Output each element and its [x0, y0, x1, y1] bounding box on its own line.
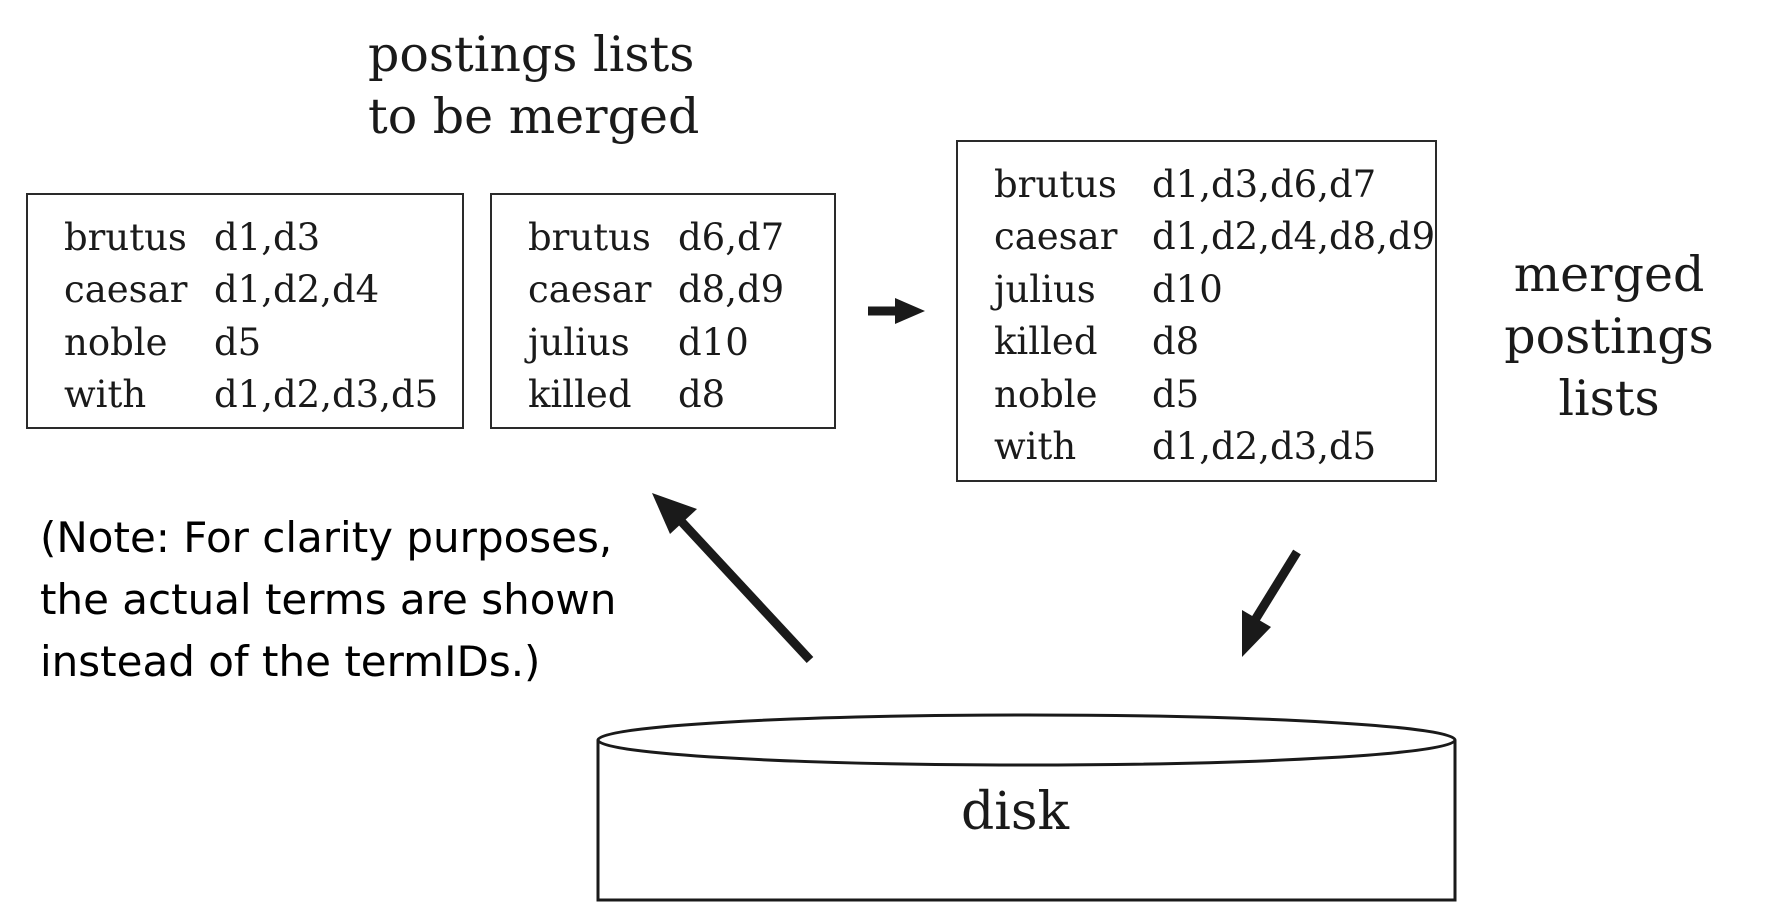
doc-ids: d1,d3,d6,d7 [1152, 162, 1377, 206]
list-item: brutus d1,d3 [64, 211, 438, 264]
list-item: with d1,d2,d3,d5 [64, 369, 438, 422]
doc-ids: d8 [1152, 320, 1200, 364]
list-item: julius d10 [994, 263, 1435, 316]
doc-ids: d1,d2,d4,d8,d9 [1152, 215, 1436, 259]
doc-ids: d1,d3 [214, 215, 321, 259]
note-line-3: instead of the termIDs.) [40, 637, 541, 686]
list-item: noble d5 [64, 316, 438, 369]
list-item: noble d5 [994, 368, 1435, 421]
term: noble [64, 320, 168, 364]
list-item: caesar d8,d9 [528, 264, 784, 317]
term: killed [528, 373, 632, 417]
doc-ids: d10 [678, 320, 749, 364]
input-lists-title: postings lists to be merged [368, 24, 699, 148]
term: brutus [528, 215, 651, 259]
disk-label: disk [960, 782, 1070, 842]
doc-ids: d1,d2,d3,d5 [214, 373, 439, 417]
postings-list-second: brutus d6,d7 caesar d8,d9 julius d10 killed… [490, 193, 836, 429]
list-item: caesar d1,d2,d4,d8,d9 [994, 211, 1435, 264]
merged-title-line-2: postings lists [1504, 308, 1714, 427]
term: brutus [64, 215, 187, 259]
clarity-note: (Note: For clarity purposes, the actual … [40, 507, 616, 693]
merged-postings-list: brutus d1,d3,d6,d7 caesar d1,d2,d4,d8,d9 j… [956, 140, 1437, 482]
list-item: caesar d1,d2,d4 [64, 264, 438, 317]
list-item: with d1,d2,d3,d5 [994, 421, 1435, 474]
list-item: killed d8 [528, 369, 784, 422]
disk-shape [596, 713, 1457, 902]
merge-arrow [868, 298, 925, 324]
doc-ids: d1,d2,d3,d5 [1152, 425, 1377, 469]
term: noble [994, 372, 1098, 416]
list-item: brutus d6,d7 [528, 211, 784, 264]
list-item: brutus d1,d3,d6,d7 [994, 158, 1435, 211]
term: with [64, 373, 147, 417]
term: with [994, 425, 1077, 469]
term: brutus [994, 162, 1117, 206]
doc-ids: d8,d9 [678, 268, 785, 312]
term: killed [994, 320, 1098, 364]
merged-lists-title: merged postings lists [1448, 244, 1770, 430]
merged-title-line-1: merged [1513, 246, 1705, 303]
term: julius [994, 267, 1096, 311]
list-item: julius d10 [528, 316, 784, 369]
read-arrow [652, 493, 814, 664]
write-arrow [1242, 549, 1301, 657]
input-title-line-1: postings lists [368, 26, 695, 83]
note-line-1: (Note: For clarity purposes, [40, 513, 613, 562]
doc-ids: d8 [678, 373, 726, 417]
doc-ids: d1,d2,d4 [214, 268, 380, 312]
doc-ids: d10 [1152, 267, 1223, 311]
term: caesar [994, 215, 1118, 259]
doc-ids: d6,d7 [678, 215, 785, 259]
doc-ids: d5 [214, 320, 262, 364]
note-line-2: the actual terms are shown [40, 575, 617, 624]
term: caesar [528, 268, 652, 312]
term: caesar [64, 268, 188, 312]
postings-list-first: brutus d1,d3 caesar d1,d2,d4 noble d5 with d… [26, 193, 464, 429]
input-title-line-2: to be merged [368, 88, 700, 145]
doc-ids: d5 [1152, 372, 1200, 416]
list-item: killed d8 [994, 316, 1435, 369]
term: julius [528, 320, 630, 364]
